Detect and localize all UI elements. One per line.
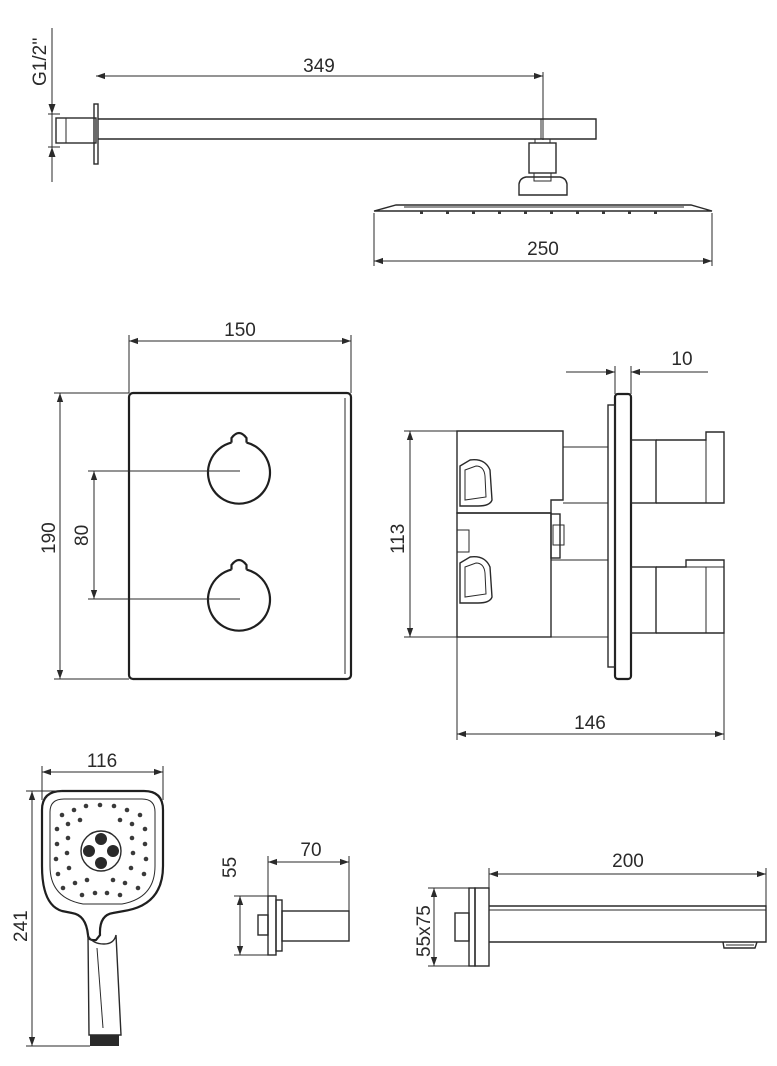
wall-flange: [55, 117, 97, 144]
center-spray-dot-4: [95, 857, 107, 869]
center-spray-dot-3: [107, 845, 119, 857]
thermostat-side-view: 10 113 146: [388, 349, 725, 740]
spout-rosette: [474, 887, 490, 967]
shower-head: [373, 204, 713, 212]
ball-joint: [518, 176, 568, 196]
center-spray-dot-2: [83, 845, 95, 857]
thermostat-plate-front-view: 80 190 150: [39, 320, 353, 681]
shower-arm: [98, 118, 597, 140]
upper-handle-side: [630, 439, 657, 504]
thread-arrow-bottom: [48, 147, 56, 157]
lower-inlet-inner: [464, 562, 487, 598]
outlet-length-label: 70: [300, 840, 321, 861]
lower-handle-lever: [656, 559, 725, 634]
lower-handle-notch: [230, 558, 248, 570]
lower-handle-side: [630, 566, 657, 634]
ball-joint-ring: [533, 172, 552, 182]
shower-head-nozzles: [420, 211, 657, 214]
outlet-size-label: 55: [220, 857, 241, 878]
wall-rosette: [93, 103, 99, 165]
arm-connector: [528, 142, 557, 174]
plate-thickness-label: 10: [671, 349, 692, 370]
outlet-flange: [267, 895, 277, 956]
plate-gasket: [607, 404, 616, 668]
hand-shower-width-label: 116: [87, 751, 117, 772]
valve-body-lower: [456, 512, 552, 638]
thread-arrow-top: [48, 104, 56, 114]
cover-plate: [127, 391, 353, 681]
upper-handle-lever: [656, 431, 725, 504]
plate-width-label: 150: [224, 320, 256, 341]
upper-inlet-inner: [464, 465, 487, 501]
plate-height-label: 190: [39, 522, 60, 554]
hand-shower-length-label: 241: [11, 910, 32, 942]
hand-shower-face: [49, 798, 156, 905]
lower-inlet: [459, 556, 493, 604]
upper-handle-notch: [230, 431, 248, 443]
center-spray-dot-1: [95, 833, 107, 845]
body-depth-label: 146: [574, 713, 606, 734]
fitting-mid: [456, 529, 470, 553]
upper-inlet: [459, 459, 493, 507]
outlet-body: [281, 910, 350, 942]
head-width-label: 250: [527, 239, 559, 260]
thread-label: G1/2'': [30, 38, 51, 86]
wall-outlet-view: 70 55: [220, 840, 350, 956]
spout-body: [489, 905, 767, 943]
center-spray-ring: [80, 830, 122, 872]
cover-plate-side: [613, 392, 633, 681]
lower-handle: [206, 568, 272, 632]
outlet-rosette: [275, 899, 283, 952]
cartridge-cap: [550, 513, 561, 559]
handle-highlight: [96, 947, 104, 1029]
cartridge-nut: [552, 524, 565, 546]
body-height-label: 113: [388, 524, 409, 554]
arm-length-label: 349: [303, 56, 335, 77]
hand-shower-view: 116 241: [11, 751, 165, 1047]
spout-aerator: [722, 941, 758, 949]
spout-nipple: [454, 912, 470, 942]
hand-shower-nozzles: [53, 802, 149, 898]
spout-length-label: 200: [612, 851, 644, 872]
shower-arm-view: G1/2'' 349: [30, 28, 713, 266]
valve-body: [456, 430, 564, 514]
outlet-nipple: [257, 914, 269, 936]
hose-connector: [90, 1035, 119, 1046]
handle-spacing-label: 80: [72, 525, 93, 546]
spout-flange: [468, 887, 476, 967]
upper-handle: [206, 441, 272, 505]
spout-size-label: 55x75: [414, 905, 435, 957]
hand-shower-handle: [87, 934, 122, 1036]
bath-spout-view: 200 55x75: [414, 851, 767, 967]
